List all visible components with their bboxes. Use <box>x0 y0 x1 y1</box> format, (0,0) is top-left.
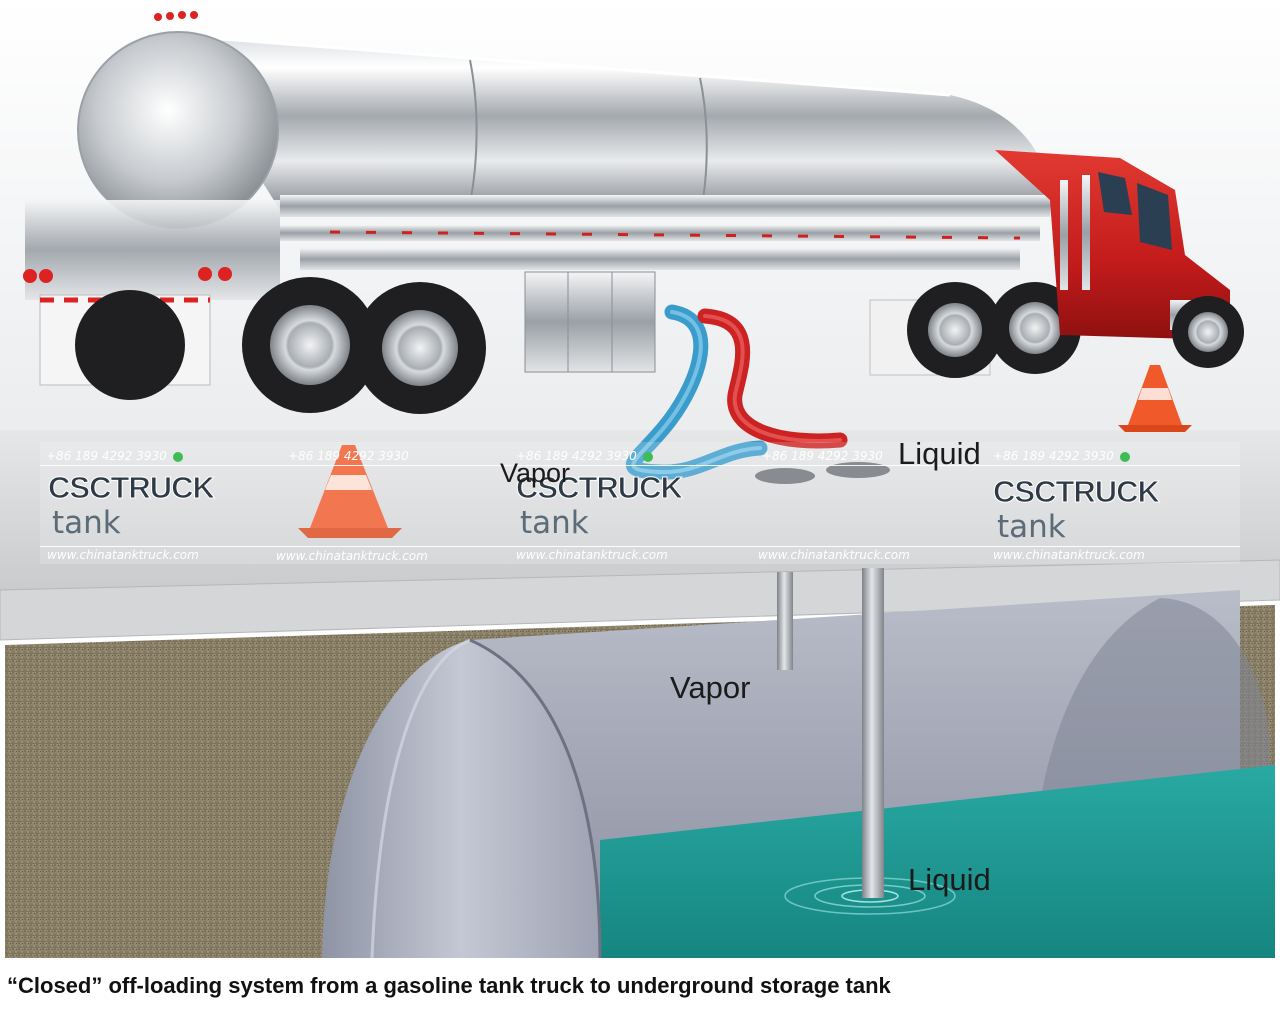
offloading-scene <box>0 0 1280 959</box>
watermark-logo: CSCTRUCK <box>516 470 684 506</box>
tool-cabinet <box>524 271 656 373</box>
watermark-logo-sub: tank <box>52 505 121 541</box>
fuel-liquid <box>600 765 1275 958</box>
tank-rear-head <box>77 31 279 229</box>
watermark-phone: +86 189 4292 3930 <box>46 449 183 463</box>
watermark-phone: +86 189 4292 3930 <box>516 449 653 463</box>
whatsapp-icon <box>642 451 653 462</box>
underground-storage-tank <box>322 590 1275 959</box>
trailer-rear-wheels <box>75 277 486 414</box>
watermark-logo: CSCTRUCK <box>48 470 216 506</box>
traffic-cone-left <box>298 445 402 538</box>
liquid-manhole <box>826 462 890 478</box>
label-liquid-surface: Liquid <box>898 436 981 471</box>
watermark-url: www.chinatanktruck.com <box>993 548 1145 562</box>
whatsapp-icon <box>172 451 183 462</box>
label-liquid-tank: Liquid <box>908 862 991 897</box>
watermark-url: www.chinatanktruck.com <box>276 549 428 563</box>
watermark-band <box>40 442 1240 564</box>
figure-caption: “Closed” off-loading system from a gasol… <box>7 973 891 998</box>
watermark-rule-bottom <box>40 546 1240 547</box>
vapor-pipe <box>777 572 793 670</box>
vapor-manhole <box>755 468 815 484</box>
watermark-rule-top <box>40 465 1240 466</box>
label-vapor-tank: Vapor <box>670 670 751 705</box>
watermark-url: www.chinatanktruck.com <box>758 548 910 562</box>
watermark-url: www.chinatanktruck.com <box>47 548 199 562</box>
ground-surface <box>0 430 1280 590</box>
label-vapor-surface: Vapor <box>500 458 571 488</box>
watermark-url: www.chinatanktruck.com <box>516 548 668 562</box>
watermark-phone: +86 189 4292 3930 <box>993 449 1130 463</box>
traffic-cone-right <box>1118 365 1192 432</box>
watermark-phone: +86 189 4292 3930 <box>762 449 883 463</box>
watermark-logo-sub: tank <box>520 505 589 541</box>
watermark-logo-sub: tank <box>997 509 1066 545</box>
whatsapp-icon <box>1119 451 1130 462</box>
truck-cab <box>995 150 1244 368</box>
tank-trailer <box>23 11 1081 414</box>
watermark-phone: +86 189 4292 3930 <box>288 449 409 463</box>
watermark-logo: CSCTRUCK <box>993 474 1161 510</box>
concrete-slab-edge <box>0 559 1280 641</box>
liquid-fill-pipe <box>862 568 884 898</box>
